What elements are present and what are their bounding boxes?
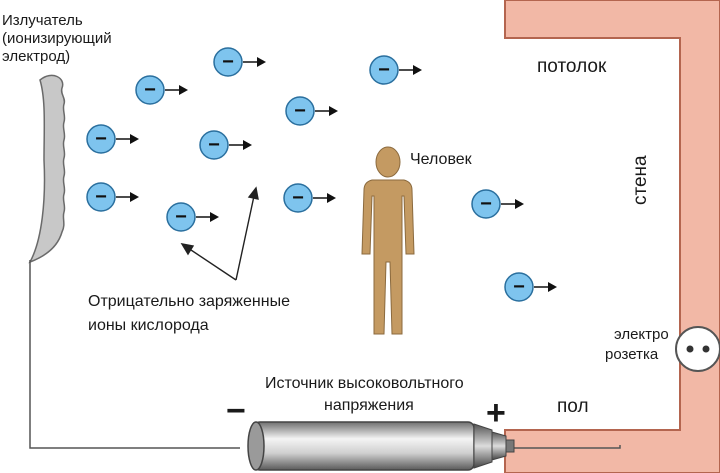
floor-label: пол [557, 396, 589, 417]
ion-arrow-head [329, 106, 338, 116]
ion-charge-symbol: − [144, 79, 156, 101]
oxygen-ion: − [199, 130, 252, 160]
ion-charge-symbol: − [378, 59, 390, 81]
ion-charge-symbol: − [95, 186, 107, 208]
wire-to-socket [510, 445, 621, 449]
ion-charge-symbol: − [208, 134, 220, 156]
socket-label-line1: электро [614, 326, 669, 343]
ion-arrow-head [327, 193, 336, 203]
ion-arrow-head [515, 199, 524, 209]
label-pointers [180, 186, 259, 281]
oxygen-ion: − [86, 182, 139, 212]
room-interior [0, 39, 680, 429]
socket-label-line2: розетка [605, 346, 659, 363]
ion-charge-symbol: − [222, 51, 234, 73]
ceiling-label: потолок [537, 56, 607, 77]
ion-arrow-head [130, 192, 139, 202]
emitter-label-line3: электрод) [2, 48, 71, 65]
ion-arrow-head [210, 212, 219, 222]
voltage-source [247, 421, 515, 471]
ion-charge-symbol: − [480, 193, 492, 215]
emitter-label-line1: Излучатель [2, 12, 83, 29]
emitter-electrode [28, 74, 66, 264]
ion-charge-symbol: − [513, 276, 525, 298]
ions-group: − − − − − − − − − − − [86, 47, 557, 302]
minus-terminal-sign: − [226, 392, 246, 430]
wall-label: стена [630, 155, 651, 205]
ion-arrow-head [179, 85, 188, 95]
oxygen-ion: − [369, 55, 422, 85]
human-figure [361, 146, 415, 335]
ion-charge-symbol: − [294, 100, 306, 122]
ion-arrow-head [243, 140, 252, 150]
oxygen-ion: − [504, 272, 557, 302]
oxygen-ion: − [166, 202, 219, 232]
socket-icon [675, 326, 720, 372]
oxygen-ion: − [283, 183, 336, 213]
ion-arrow-head [257, 57, 266, 67]
wall-inner-edge [505, 37, 681, 431]
oxygen-ion: − [213, 47, 266, 77]
ion-charge-symbol: − [175, 206, 187, 228]
ion-charge-symbol: − [292, 187, 304, 209]
ion-arrow-head [413, 65, 422, 75]
plus-terminal-sign: + [486, 394, 506, 432]
source-label-line1: Источник высоковольтного [265, 375, 464, 392]
emitter-label-line2: (ионизирующий [2, 30, 112, 47]
wire-to-emitter [29, 260, 240, 449]
ions-label-line1: Отрицательно заряженные [88, 293, 290, 310]
human-label: Человек [410, 151, 472, 168]
source-label-line2: напряжения [324, 397, 414, 414]
oxygen-ion: − [135, 75, 188, 105]
ion-arrow-head [548, 282, 557, 292]
oxygen-ion: − [471, 189, 524, 219]
ions-label-line2: ионы кислорода [88, 317, 209, 334]
oxygen-ion: − [285, 96, 338, 126]
ion-arrow-head [130, 134, 139, 144]
ion-charge-symbol: − [95, 128, 107, 150]
oxygen-ion: − [86, 124, 139, 154]
